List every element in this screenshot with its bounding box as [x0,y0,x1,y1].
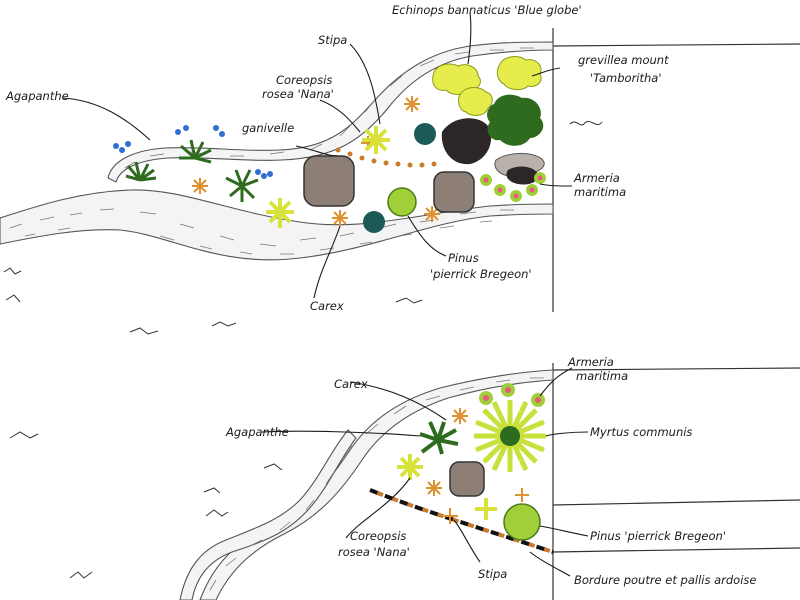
armeria-plant [480,172,546,202]
label-ganivelle: ganivelle [242,121,294,135]
label-agapanthe-bottom: Agapanthe [225,425,289,439]
ganivelle-fence [335,147,437,168]
agapanthe-clump [113,141,157,182]
label-grevillea-2: 'Tamboritha' [590,71,662,85]
rock-group [441,118,545,185]
planter-pot [303,155,475,213]
agapanthe-clump [225,169,273,202]
property-boundary [552,28,800,600]
agapanthe-clump [175,125,225,164]
label-armeria-top-1: Armeria [573,171,620,185]
agapanthe-clump [419,421,459,455]
carex-dark [363,123,436,233]
sketch-scribbles [3,120,603,579]
planting-bed-top [113,56,546,233]
leader-lines [61,11,589,577]
label-stipa-top: Stipa [318,33,347,47]
bordure-fence [369,488,554,554]
label-armeria-bottom-1: Armeria [567,355,614,369]
label-carex-top: Carex [310,299,344,313]
label-coreopsis-bottom-1: Coreopsis [350,529,406,543]
pinus-ball [503,503,541,541]
label-echinops: Echinops bannaticus 'Blue globe' [392,3,582,17]
label-coreopsis-bottom-2: rosea 'Nana' [338,545,410,559]
stone-path-bottom [179,369,554,600]
coreopsis-plant [397,454,497,520]
label-armeria-bottom-2: maritima [576,369,628,383]
label-bordure: Bordure poutre et pallis ardoise [574,573,756,587]
label-myrtus: Myrtus communis [590,425,692,439]
label-grevillea-1: grevillea mount [578,53,669,67]
label-pinus-bottom: Pinus 'pierrick Bregeon' [590,529,726,543]
label-pinus-top-1: Pinus [448,251,479,265]
label-carex-bottom: Carex [334,377,368,391]
label-armeria-top-2: maritima [574,185,626,199]
coreopsis-plant [266,126,390,228]
label-agapanthe-top: Agapanthe [5,89,69,103]
planting-bed-bottom [369,383,554,554]
planter-pot [449,461,485,497]
stipa-plant [426,408,529,524]
grevillea-plant [432,56,542,116]
label-stipa-bottom: Stipa [478,567,507,581]
plant-labels: Echinops bannaticus 'Blue globe' Stipa C… [5,3,756,587]
label-pinus-top-2: 'pierrick Bregeon' [430,267,532,281]
label-coreopsis-top-2: rosea 'Nana' [262,87,334,101]
shrub-dark [487,94,544,146]
armeria-plant [479,383,545,407]
myrtus-shrub [474,400,546,472]
stone-path-top [0,189,554,261]
label-coreopsis-top-1: Coreopsis [276,73,332,87]
pinus-ball [387,187,417,217]
